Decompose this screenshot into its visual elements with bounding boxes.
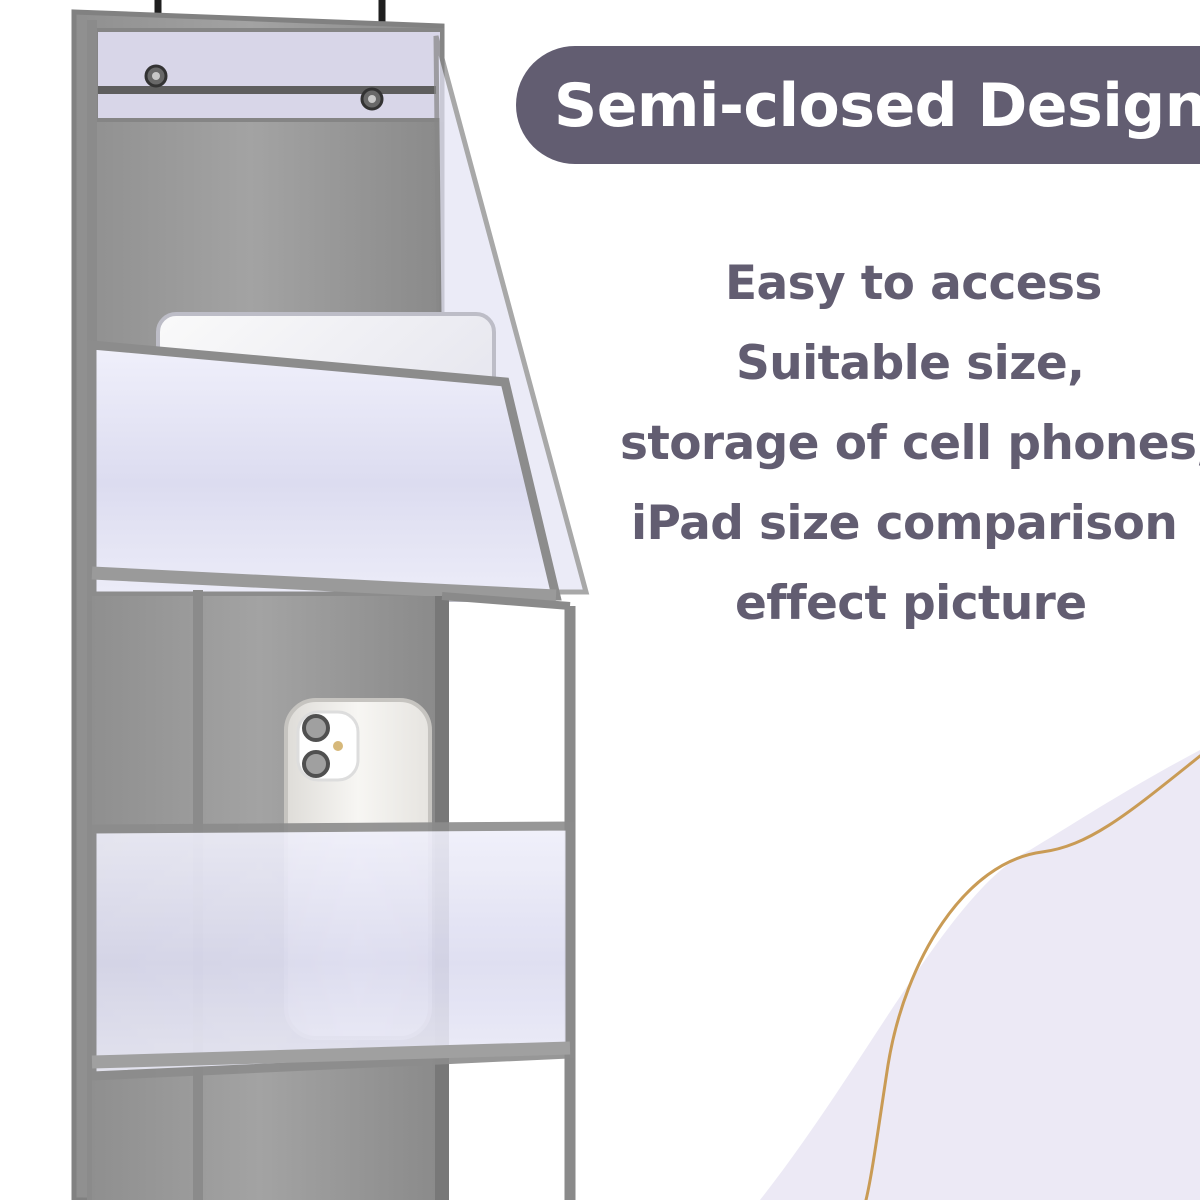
feature-line: Suitable size,: [736, 336, 1085, 391]
title-banner: [516, 46, 1200, 164]
metal-grommets: [144, 64, 384, 111]
feature-line: iPad size comparison: [631, 496, 1178, 551]
upper-pocket-bottom-edge: [91, 566, 557, 603]
banner-title: Semi-closed Design: [554, 71, 1200, 141]
feature-line: Easy to access: [725, 256, 1102, 311]
feature-line: effect picture: [735, 576, 1087, 631]
upper-pocket-front: [87, 340, 562, 601]
top-zipper-seam: [98, 86, 436, 94]
phone-camera-icon: [296, 710, 360, 782]
feature-line: storage of cell phones,: [620, 416, 1200, 471]
decorative-gold-curve: [864, 754, 1200, 1200]
lower-pocket-front: [87, 821, 575, 1081]
decorative-lavender-wave: [760, 750, 1200, 1200]
feature-description: Easy to access Suitable size, storage of…: [610, 244, 1200, 644]
lower-pocket-bottom-edge: [91, 1041, 571, 1069]
